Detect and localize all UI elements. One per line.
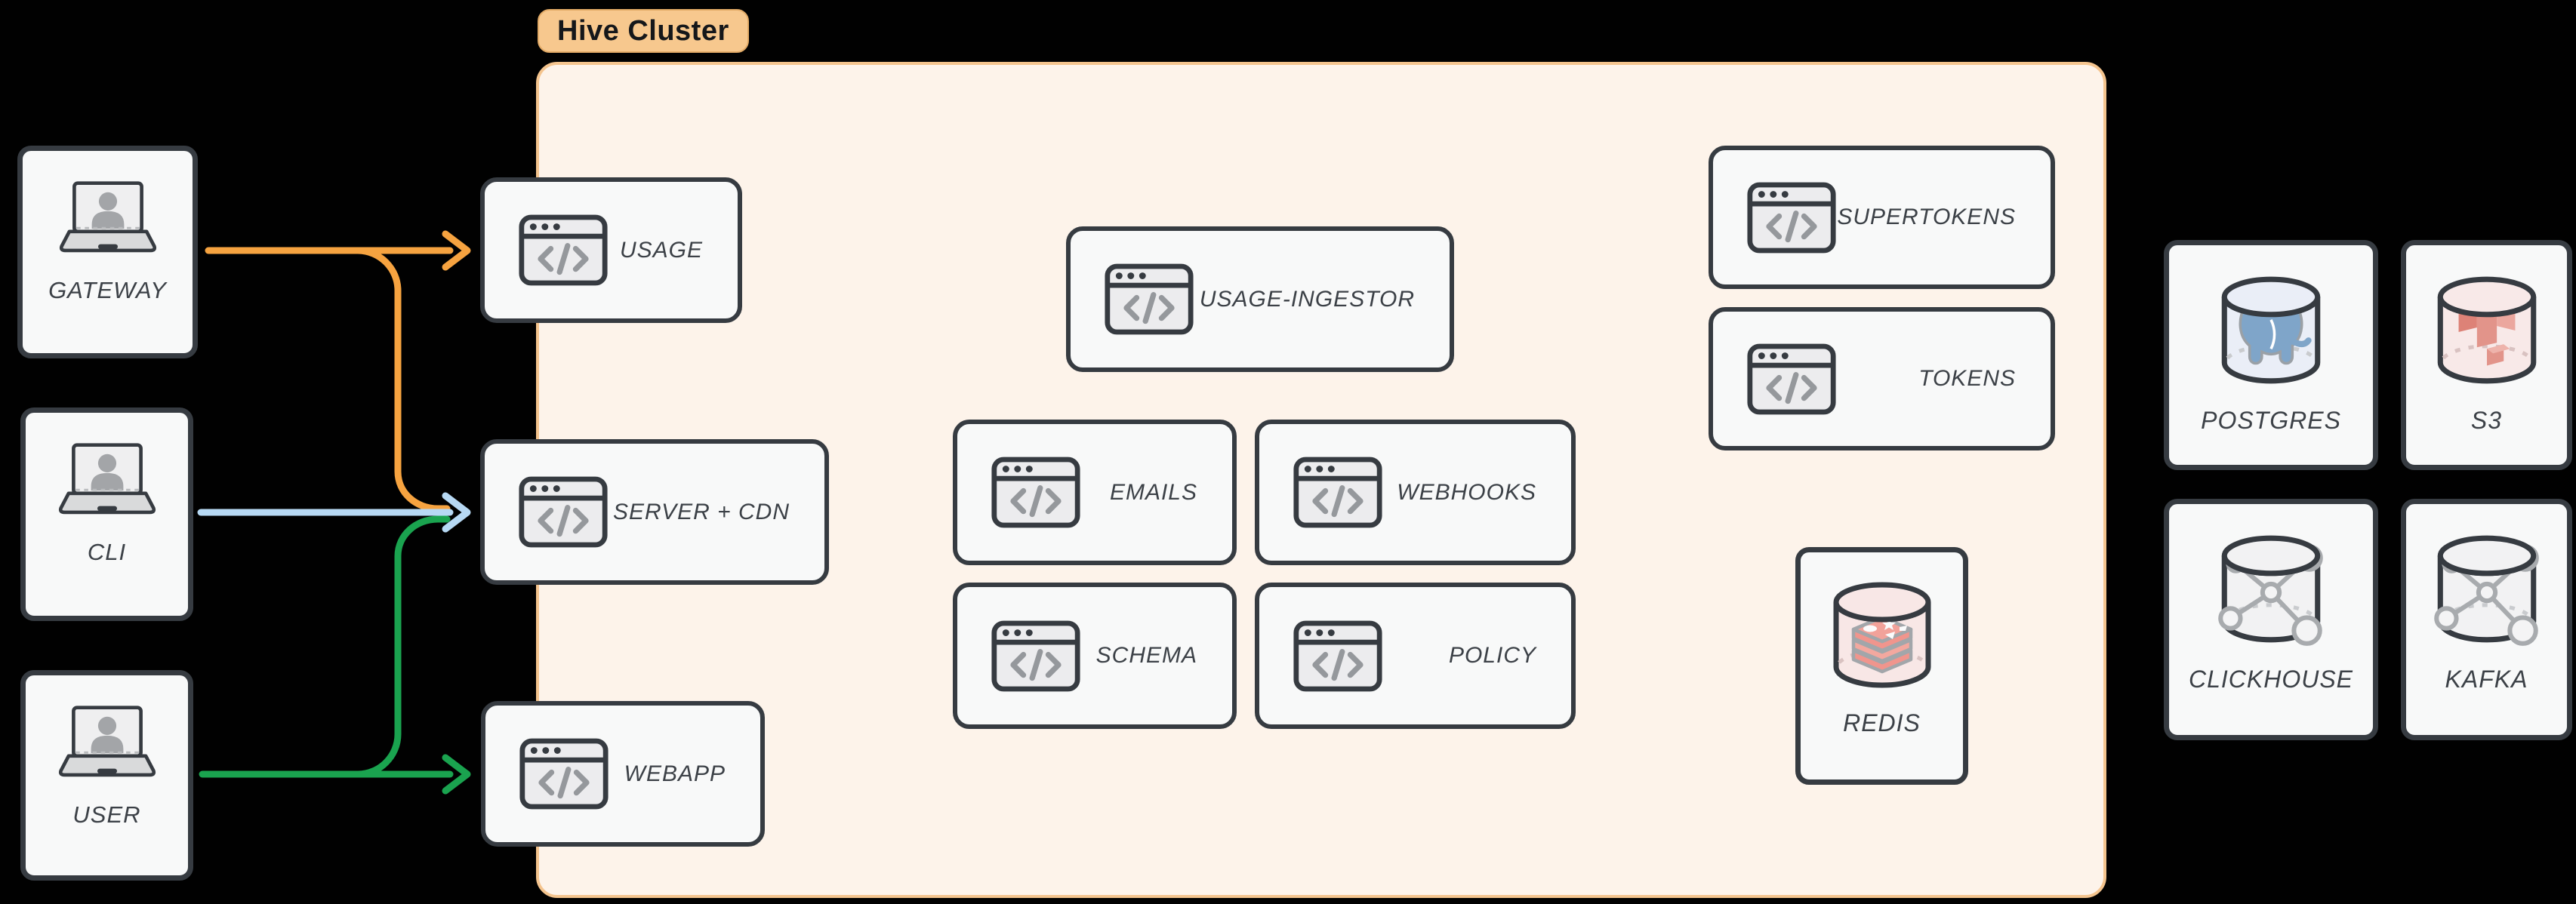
edge-gateway-server-cdn [354, 247, 451, 512]
code-window-icon [519, 737, 609, 810]
code-window-icon [1104, 263, 1194, 336]
service-label: TOKENS [1918, 366, 2016, 391]
service-label: REDIS [1843, 709, 1921, 736]
service-usage: USAGE [480, 177, 742, 323]
node-label: KAFKA [2445, 666, 2528, 693]
node-label: USER [72, 801, 141, 828]
service-label: WEBHOOKS [1397, 479, 1536, 505]
service-schema: SCHEMA [953, 583, 1237, 729]
service-webhooks: WEBHOOKS [1255, 420, 1576, 565]
postgres-db-icon [2214, 265, 2328, 395]
service-label: SCHEMA [1095, 643, 1197, 668]
service-policy: POLICY [1255, 583, 1576, 729]
service-label: WEBAPP [624, 761, 726, 786]
service-webapp: WEBAPP [481, 701, 765, 847]
node-clickhouse: CLICKHOUSE [2164, 499, 2378, 740]
node-label: POSTGRES [2201, 407, 2341, 434]
arrowhead-usage [442, 230, 471, 271]
laptop-user-icon [48, 441, 167, 522]
code-window-icon [518, 214, 609, 287]
code-window-icon [1746, 181, 1837, 254]
node-kafka: KAFKA [2401, 499, 2572, 740]
service-supertokens: SUPERTOKENS [1709, 146, 2055, 289]
node-label: CLICKHOUSE [2188, 666, 2354, 693]
arrowhead-server-cdn [442, 492, 471, 533]
edge-user-webapp [199, 754, 471, 795]
arrowhead-webapp [442, 754, 471, 795]
clickhouse-db-icon [2214, 524, 2328, 653]
node-label: CLI [87, 539, 127, 565]
cluster-title: Hive Cluster [557, 14, 729, 47]
service-label: POLICY [1448, 643, 1536, 668]
service-server-cdn: SERVER + CDN [480, 439, 829, 585]
service-label: SERVER + CDN [612, 499, 790, 524]
service-tokens: TOKENS [1709, 307, 2055, 450]
laptop-user-icon [48, 180, 168, 260]
cluster-title-badge: Hive Cluster [538, 9, 749, 53]
edge-gateway-usage [205, 230, 471, 271]
code-window-icon [1293, 456, 1383, 529]
redis-db-icon [1826, 570, 1939, 699]
node-postgres: POSTGRES [2164, 240, 2378, 470]
code-window-icon [991, 620, 1081, 693]
code-window-icon [1746, 343, 1837, 416]
s3-db-icon [2430, 265, 2544, 395]
node-gateway: GATEWAY [17, 146, 198, 358]
node-cli: CLI [20, 407, 193, 621]
node-s3: S3 [2401, 240, 2572, 470]
kafka-db-icon [2430, 524, 2544, 653]
laptop-user-icon [48, 704, 167, 785]
service-label: USAGE-INGESTOR [1199, 286, 1415, 312]
service-label: EMAILS [1109, 479, 1197, 505]
edge-cli-server-cdn [197, 492, 471, 533]
edge-user-server-cdn [354, 515, 451, 778]
node-label: S3 [2470, 407, 2503, 434]
service-label: USAGE [619, 237, 703, 263]
service-label: SUPERTOKENS [1837, 204, 2016, 229]
service-redis: REDIS [1795, 547, 1968, 785]
node-user: USER [20, 670, 193, 881]
node-label: GATEWAY [48, 277, 167, 303]
service-usage-ingestor: USAGE-INGESTOR [1066, 226, 1454, 372]
code-window-icon [991, 456, 1081, 529]
code-window-icon [518, 475, 609, 549]
code-window-icon [1293, 620, 1383, 693]
service-emails: EMAILS [953, 420, 1237, 565]
